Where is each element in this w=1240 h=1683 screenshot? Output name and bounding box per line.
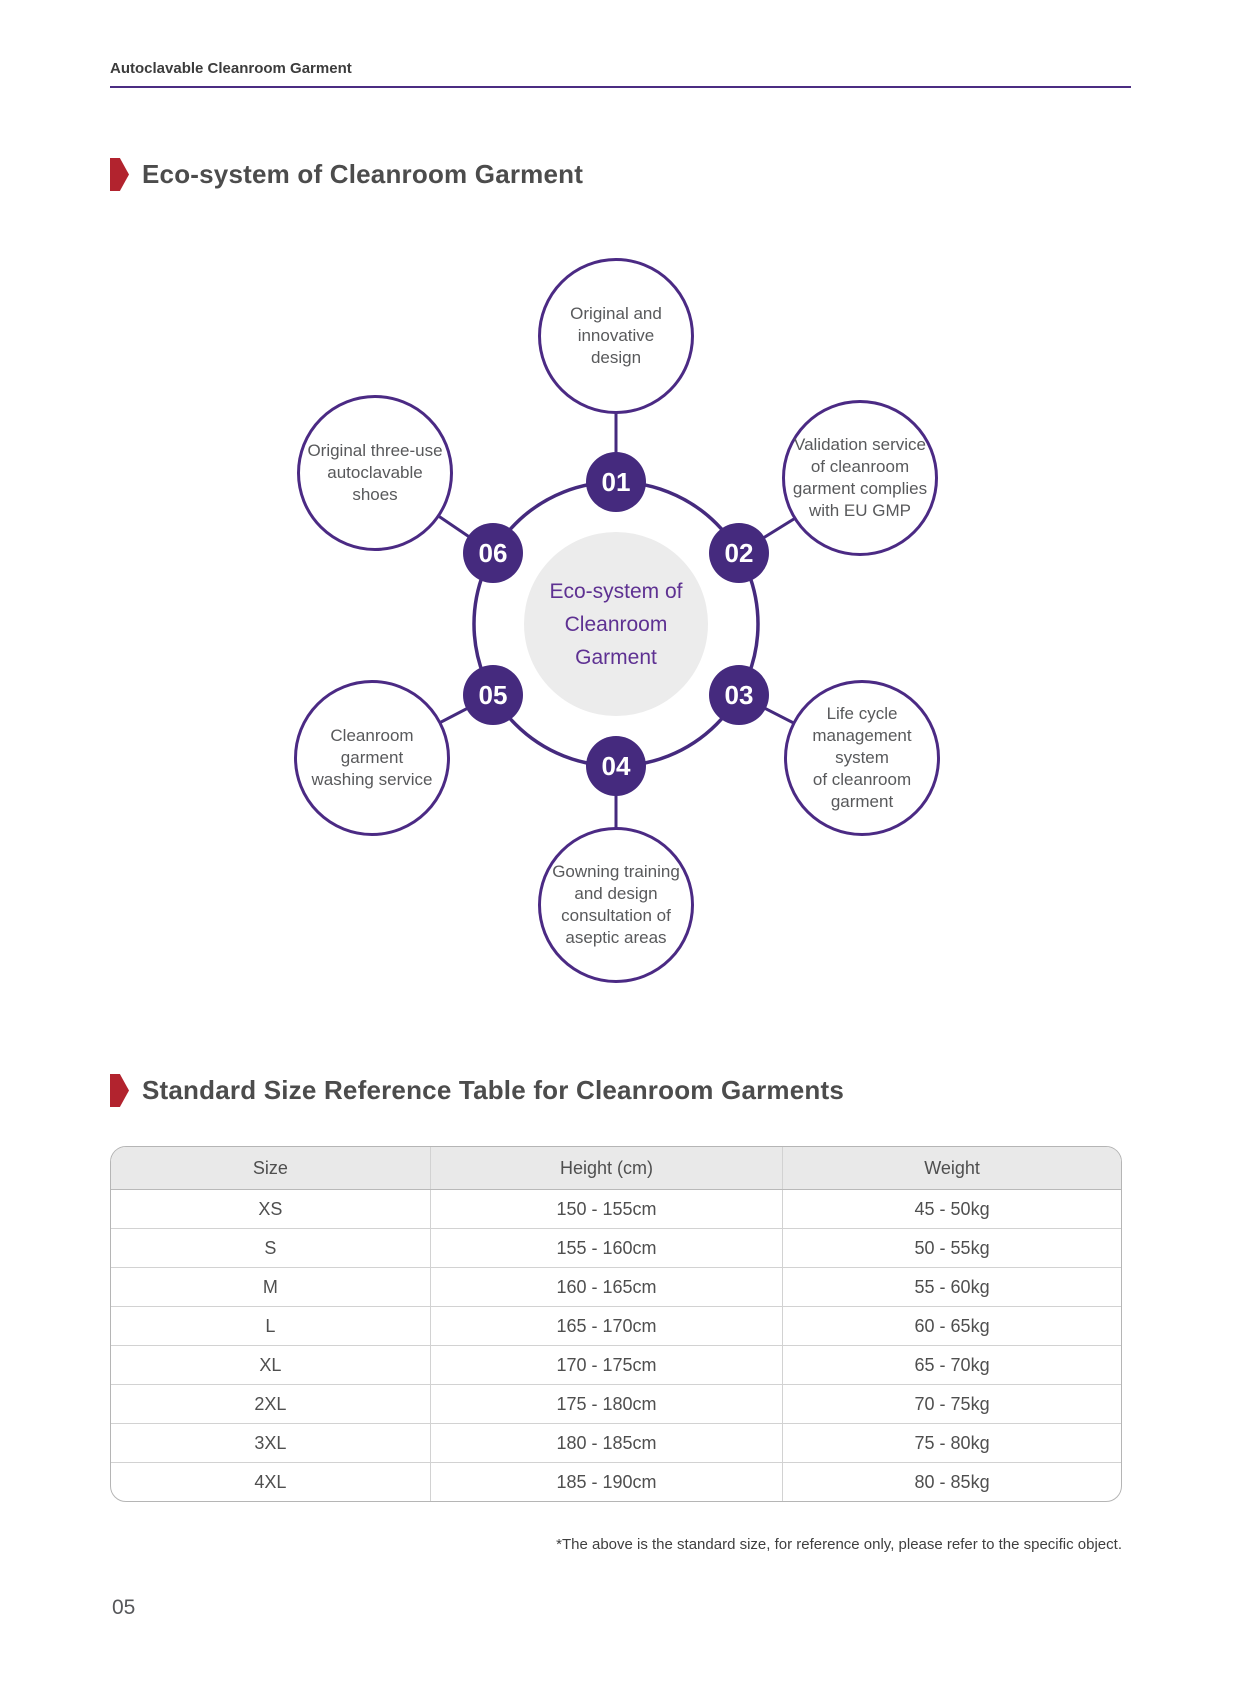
number-badge-06: 06	[463, 523, 523, 583]
table-header-row: Size Height (cm) Weight	[111, 1147, 1121, 1190]
number-badge-02: 02	[709, 523, 769, 583]
cell-weight: 55 - 60kg	[782, 1267, 1121, 1307]
cell-size: M	[111, 1267, 431, 1307]
cell-weight: 80 - 85kg	[782, 1462, 1121, 1501]
table-footnote: *The above is the standard size, for ref…	[556, 1536, 1122, 1553]
cell-size: 2XL	[111, 1384, 431, 1424]
table-row: 3XL 180 - 185cm 75 - 80kg	[111, 1423, 1121, 1463]
cell-height: 175 - 180cm	[429, 1384, 783, 1424]
cell-height: 160 - 165cm	[429, 1267, 783, 1307]
number-badge-01: 01	[586, 452, 646, 512]
cell-height: 185 - 190cm	[429, 1462, 783, 1501]
header-rule	[110, 86, 1131, 88]
column-header-height: Height (cm)	[429, 1147, 783, 1190]
satellite-circle-04: Gowning training and design consultation…	[538, 827, 694, 983]
flag-icon	[110, 158, 129, 191]
satellite-circle-05: Cleanroom garment washing service	[294, 680, 450, 836]
column-header-size: Size	[111, 1147, 431, 1190]
running-header-title: Autoclavable Cleanroom Garment	[110, 60, 352, 77]
cell-weight: 60 - 65kg	[782, 1306, 1121, 1346]
satellite-circle-06: Original three-use autoclavable shoes	[297, 395, 453, 551]
satellite-label-04: Gowning training and design consultation…	[552, 862, 680, 947]
table-row: L 165 - 170cm 60 - 65kg	[111, 1306, 1121, 1346]
cell-size: L	[111, 1306, 431, 1346]
table-row: 2XL 175 - 180cm 70 - 75kg	[111, 1384, 1121, 1424]
number-badge-03: 03	[709, 665, 769, 725]
number-badge-04: 04	[586, 736, 646, 796]
cell-weight: 70 - 75kg	[782, 1384, 1121, 1424]
diagram-center-label: Eco-system of Cleanroom Garment	[549, 579, 683, 669]
number-badge-05: 05	[463, 665, 523, 725]
table-row: XS 150 - 155cm 45 - 50kg	[111, 1189, 1121, 1229]
column-header-weight: Weight	[782, 1147, 1121, 1190]
cell-weight: 65 - 70kg	[782, 1345, 1121, 1385]
size-reference-table: Size Height (cm) Weight XS 150 - 155cm 4…	[110, 1146, 1122, 1502]
cell-weight: 45 - 50kg	[782, 1189, 1121, 1229]
cell-size: S	[111, 1228, 431, 1268]
satellite-circle-02: Validation service of cleanroom garment …	[782, 400, 938, 556]
flag-icon	[110, 1074, 129, 1107]
satellite-label-05: Cleanroom garment washing service	[311, 726, 433, 789]
section-size-header: Standard Size Reference Table for Cleanr…	[110, 1074, 844, 1107]
cell-height: 180 - 185cm	[429, 1423, 783, 1463]
table-row: M 160 - 165cm 55 - 60kg	[111, 1267, 1121, 1307]
cell-height: 165 - 170cm	[429, 1306, 783, 1346]
diagram-center-circle: Eco-system of Cleanroom Garment	[524, 532, 708, 716]
section-size-title: Standard Size Reference Table for Cleanr…	[142, 1075, 845, 1105]
cell-size: 3XL	[111, 1423, 431, 1463]
satellite-label-03: Life cycle management system of cleanroo…	[812, 704, 912, 811]
cell-height: 155 - 160cm	[429, 1228, 783, 1268]
satellite-circle-03: Life cycle management system of cleanroo…	[784, 680, 940, 836]
cell-size: 4XL	[254, 1471, 287, 1492]
section-eco-header: Eco-system of Cleanroom Garment	[110, 158, 583, 191]
cell-size: XS	[111, 1189, 431, 1229]
satellite-label-06: Original three-use autoclavable shoes	[307, 441, 443, 504]
table-row: 4XL 185 - 190cm 80 - 85kg	[111, 1462, 1121, 1501]
satellite-label-01: Original and innovative design	[570, 304, 662, 367]
table-row: XL 170 - 175cm 65 - 70kg	[111, 1345, 1121, 1385]
satellite-label-02: Validation service of cleanroom garment …	[792, 435, 928, 520]
cell-weight: 75 - 80kg	[782, 1423, 1121, 1463]
cell-size: XL	[111, 1345, 431, 1385]
eco-system-diagram: Original and innovative design Validatio…	[0, 230, 1240, 990]
page-number: 05	[112, 1596, 136, 1619]
satellite-circle-01: Original and innovative design	[538, 258, 694, 414]
table-row: S 155 - 160cm 50 - 55kg	[111, 1228, 1121, 1268]
cell-height: 150 - 155cm	[429, 1189, 783, 1229]
cell-height: 170 - 175cm	[429, 1345, 783, 1385]
cell-weight: 50 - 55kg	[782, 1228, 1121, 1268]
section-eco-title: Eco-system of Cleanroom Garment	[142, 159, 584, 189]
